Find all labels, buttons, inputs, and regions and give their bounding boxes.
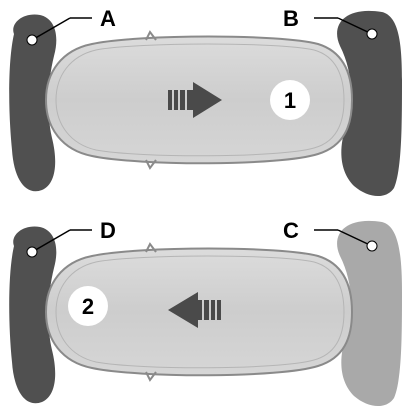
direction-arrow-left-icon <box>168 292 221 328</box>
step-badge-1: 1 <box>270 80 310 120</box>
mirror-left-top <box>145 30 157 41</box>
bottom-panel: 2 D C <box>9 218 402 407</box>
direction-arrow-right-icon <box>168 82 222 118</box>
callout-label-c: C <box>283 218 299 243</box>
callout-c: C <box>283 218 378 252</box>
callout-label-a: A <box>100 6 116 31</box>
sensor-zone-b <box>337 10 402 197</box>
leader-line-d <box>31 229 71 253</box>
mirror-right-bottom <box>145 371 157 382</box>
sensor-dot-c <box>366 240 378 252</box>
sensor-dot-d <box>26 246 38 258</box>
sensor-dot-b <box>366 28 378 40</box>
vehicle-outline-inner <box>55 255 345 369</box>
callout-a: A <box>26 6 116 46</box>
sensor-zone-d <box>9 226 57 404</box>
mirror-right-top <box>145 159 157 170</box>
sensor-zone-c <box>337 220 402 407</box>
sensor-dot-a <box>26 34 38 46</box>
vehicle-outline-inner <box>55 43 345 157</box>
sensor-zone-a <box>9 14 57 192</box>
top-panel: 1 A B <box>9 6 402 197</box>
callout-label-b: B <box>283 6 299 31</box>
step-badge-2: 2 <box>68 286 108 326</box>
callout-b: B <box>283 6 378 40</box>
callout-d: D <box>26 218 116 258</box>
step-number-2: 2 <box>82 294 94 319</box>
step-number-1: 1 <box>284 88 296 113</box>
callout-label-d: D <box>100 218 116 243</box>
mirror-left-bottom <box>145 242 157 253</box>
leader-line-a <box>31 17 71 41</box>
